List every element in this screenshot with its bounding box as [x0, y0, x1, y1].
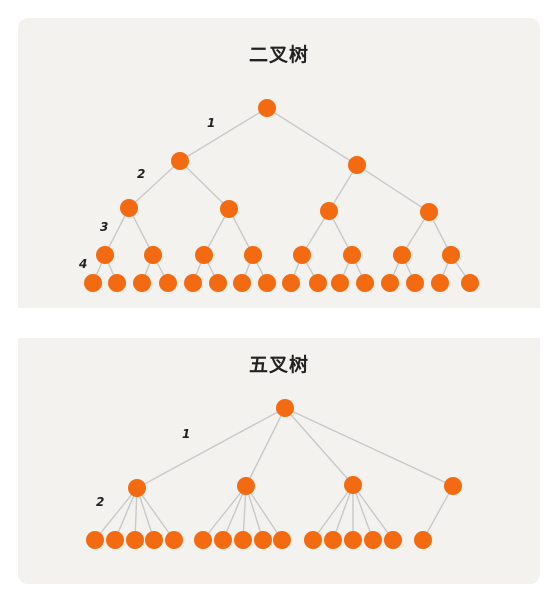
five-ary-tree-edge	[114, 487, 138, 541]
binary-tree-node-level-2	[348, 156, 366, 174]
five-ary-tree-node-level-3	[324, 531, 342, 549]
five-ary-level-label-1: 1	[182, 427, 190, 441]
five-ary-tree-node-level-3	[414, 531, 432, 549]
five-ary-tree-edge	[245, 407, 286, 487]
binary-tree-edge	[179, 160, 230, 210]
binary-tree-node-level-5	[184, 274, 202, 292]
five-ary-tree-node-level-3	[254, 531, 272, 549]
five-ary-tree-nodes	[86, 399, 462, 549]
binary-tree-edge	[266, 107, 358, 166]
five-ary-tree-node-level-3	[106, 531, 124, 549]
binary-tree-node-level-5	[233, 274, 251, 292]
five-ary-tree-edge	[136, 487, 155, 541]
binary-tree-node-level-5	[108, 274, 126, 292]
five-ary-tree-node-level-3	[304, 531, 322, 549]
five-ary-tree-edges	[94, 407, 454, 541]
binary-tree-edge	[128, 160, 181, 209]
binary-level-label-3: 3	[100, 220, 108, 234]
five-ary-tree-edge	[136, 407, 286, 489]
binary-tree-node-level-5	[461, 274, 479, 292]
five-ary-tree-node-level-3	[86, 531, 104, 549]
binary-tree-node-level-5	[159, 274, 177, 292]
binary-tree-node-level-5	[133, 274, 151, 292]
five-ary-tree-node-level-2	[444, 477, 462, 495]
binary-tree-node-level-3	[320, 202, 338, 220]
binary-tree-node-level-3	[220, 200, 238, 218]
five-ary-tree-node-level-2	[237, 477, 255, 495]
binary-level-label-1: 1	[207, 116, 215, 130]
five-ary-tree-edge	[284, 407, 354, 486]
five-ary-tree-edge	[312, 484, 354, 541]
binary-tree-node-level-5	[258, 274, 276, 292]
five-ary-tree-edge	[245, 485, 264, 541]
binary-tree-node-level-2	[171, 152, 189, 170]
binary-tree-node-level-3	[420, 203, 438, 221]
binary-tree-node-level-4	[144, 246, 162, 264]
five-ary-tree-node-level-3	[165, 531, 183, 549]
five-ary-tree-node-level-3	[126, 531, 144, 549]
binary-tree-node-level-5	[431, 274, 449, 292]
five-ary-tree-node-level-1	[276, 399, 294, 417]
five-ary-tree-edge	[242, 485, 247, 541]
five-ary-tree-edge	[94, 487, 138, 541]
binary-tree-node-level-4	[293, 246, 311, 264]
five-ary-tree-edge	[332, 484, 354, 541]
binary-tree-node-level-4	[393, 246, 411, 264]
binary-tree-node-level-4	[195, 246, 213, 264]
five-ary-tree-edge	[352, 484, 394, 541]
binary-tree-node-level-5	[209, 274, 227, 292]
binary-tree-node-level-4	[343, 246, 361, 264]
five-ary-tree-title: 五叉树	[248, 354, 309, 376]
binary-tree-title: 二叉树	[248, 44, 309, 66]
five-ary-tree-edge	[136, 487, 175, 541]
binary-level-label-4: 4	[78, 257, 87, 271]
five-ary-tree-node-level-3	[214, 531, 232, 549]
binary-tree-node-level-5	[331, 274, 349, 292]
binary-tree-diagram: 1 2 3 4	[78, 99, 479, 292]
binary-tree-edge	[179, 107, 268, 162]
binary-tree-node-level-5	[356, 274, 374, 292]
five-ary-tree-node-level-3	[273, 531, 291, 549]
binary-tree-node-level-1	[258, 99, 276, 117]
binary-tree-node-level-4	[442, 246, 460, 264]
binary-tree-nodes	[84, 99, 479, 292]
five-ary-tree-node-level-3	[364, 531, 382, 549]
five-ary-level-label-2: 2	[96, 495, 104, 509]
five-ary-tree-edge	[422, 485, 454, 541]
five-ary-tree-edge	[202, 485, 247, 541]
five-ary-tree-panel: 五叉树 1 2	[18, 338, 540, 584]
binary-tree-edge	[356, 164, 430, 213]
binary-tree-node-level-4	[96, 246, 114, 264]
five-ary-tree-node-level-3	[384, 531, 402, 549]
binary-tree-panel: 二叉树 1 2 3 4	[18, 18, 540, 308]
five-ary-tree-node-level-3	[145, 531, 163, 549]
five-ary-tree-node-level-2	[344, 476, 362, 494]
five-ary-tree-edge	[245, 485, 283, 541]
binary-tree-node-level-5	[381, 274, 399, 292]
five-ary-tree-node-level-3	[234, 531, 252, 549]
five-ary-tree-node-level-2	[128, 479, 146, 497]
five-ary-tree-node-level-3	[194, 531, 212, 549]
five-ary-tree-edge	[352, 484, 374, 541]
binary-tree-node-level-5	[84, 274, 102, 292]
five-ary-tree-edge	[284, 407, 454, 487]
binary-tree-node-level-5	[282, 274, 300, 292]
binary-tree-node-level-5	[309, 274, 327, 292]
binary-level-label-2: 2	[137, 167, 145, 181]
binary-tree-node-level-3	[120, 199, 138, 217]
five-ary-tree-edge	[222, 485, 247, 541]
binary-tree-node-level-5	[406, 274, 424, 292]
binary-tree-node-level-4	[244, 246, 262, 264]
five-ary-tree-node-level-3	[344, 531, 362, 549]
five-ary-tree-diagram: 1 2	[86, 399, 462, 549]
